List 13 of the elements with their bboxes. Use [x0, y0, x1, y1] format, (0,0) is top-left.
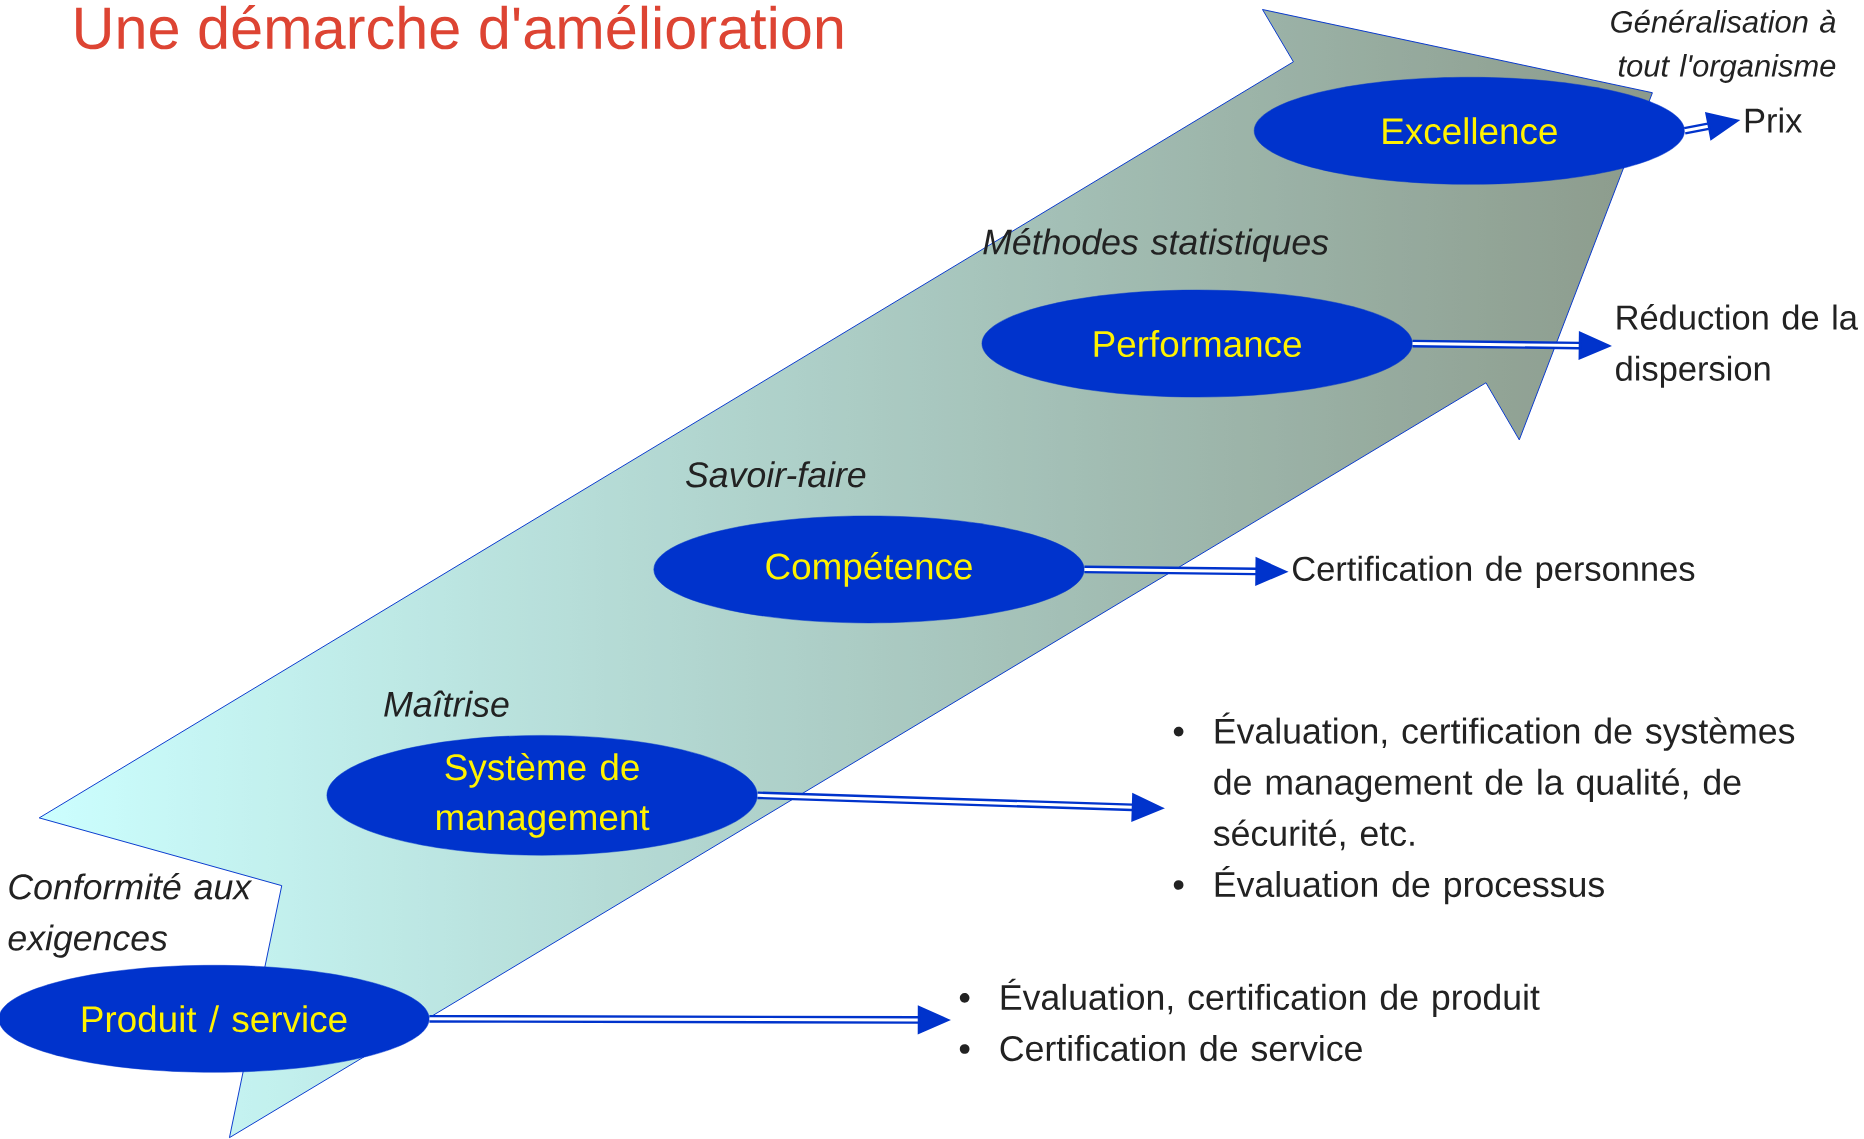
italic-caption: Maîtrise — [384, 690, 509, 717]
bullet-list: • Évaluation, certification de systèmes de management de la qualité, de sécurité, etc. • Évaluation de processus — [1173, 712, 1795, 905]
ellipse-node: Performance — [981, 289, 1413, 398]
ellipse-node: Compétence — [653, 515, 1085, 624]
italic-caption: Conformité aux exigences — [8, 873, 253, 958]
result-text: Certification de personnes — [1293, 555, 1695, 588]
result-text: Prix — [1745, 107, 1802, 133]
ellipse-node: Système de management — [326, 735, 758, 856]
ellipse-node: Excellence — [1253, 77, 1685, 185]
title: Une démarche d'amélioration — [76, 5, 843, 50]
italic-caption: Savoir-faire — [686, 461, 866, 488]
bullet-list: • Évaluation, certification de produit • Certification de service — [959, 978, 1540, 1062]
result-text: Réduction de la dispersion — [1616, 304, 1858, 388]
